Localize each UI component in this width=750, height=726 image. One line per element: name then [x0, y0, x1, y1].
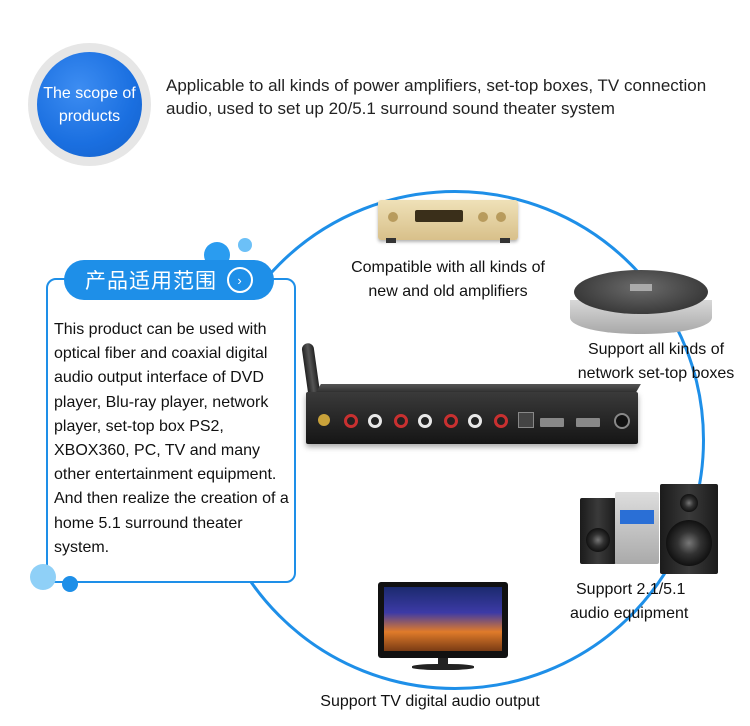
speaker-cone [666, 520, 712, 566]
audio-caption: Support 2.1/5.1 audio equipment [570, 578, 704, 626]
hifi-unit [615, 492, 659, 564]
rca-port [418, 414, 432, 428]
circle-chevron-right-icon: › [227, 267, 253, 293]
rca-port [394, 414, 408, 428]
amplifier-caption: Compatible with all kinds of new and old… [330, 256, 566, 304]
sma-connector [318, 414, 330, 426]
callout-title-pill: 产品适用范围 › [64, 260, 274, 300]
settop-caption: Support all kinds of network set-top box… [566, 338, 746, 386]
settop-caption-line1: Support all kinds of [587, 341, 725, 358]
audio-caption-line2: audio equipment [570, 605, 689, 622]
speaker-cone [586, 528, 610, 552]
hdmi-port [540, 418, 564, 427]
optical-port [518, 412, 534, 428]
amplifier-caption-line1: Compatible with all kinds of [351, 259, 545, 276]
amplifier-display [415, 210, 463, 222]
rca-port [444, 414, 458, 428]
amplifier-caption-line2: new and old amplifiers [368, 283, 528, 300]
amplifier-foot [500, 238, 510, 243]
settop-box-logo [630, 284, 652, 291]
rca-port [344, 414, 358, 428]
scope-badge-line2: products [58, 107, 121, 125]
coax-port [494, 414, 508, 428]
hifi-display [620, 510, 654, 524]
scope-badge-inner: The scope of products [37, 52, 142, 157]
rca-port [368, 414, 382, 428]
amplifier-knob [388, 212, 398, 222]
scope-badge-line1: The scope of [43, 84, 136, 102]
hdmi-port [576, 418, 600, 427]
amplifier-foot [386, 238, 396, 243]
amplifier-knob [496, 212, 506, 222]
settop-box-top [574, 270, 708, 314]
decor-dot-bottom-large [30, 564, 56, 590]
callout-body: This product can be used with optical fi… [54, 321, 289, 556]
decor-dot-bottom-small [62, 576, 78, 592]
tv-stand-neck [438, 658, 448, 666]
callout-box [46, 278, 296, 583]
tv-stand-base [412, 664, 474, 670]
scope-description: Applicable to all kinds of power amplifi… [166, 76, 707, 118]
audio-caption-line1: Support 2.1/5.1 [576, 581, 686, 598]
decor-dot-small [238, 238, 252, 252]
dc-port [614, 413, 630, 429]
rca-port [468, 414, 482, 428]
settop-caption-line2: network set-top boxes [577, 365, 735, 382]
scope-badge: The scope of products [28, 43, 151, 166]
amplifier-knob [478, 212, 488, 222]
callout-title: 产品适用范围 [85, 270, 217, 293]
tv-caption: Support TV digital audio output [320, 693, 540, 710]
tv-screen [384, 587, 502, 651]
speaker-tweeter [680, 494, 698, 512]
